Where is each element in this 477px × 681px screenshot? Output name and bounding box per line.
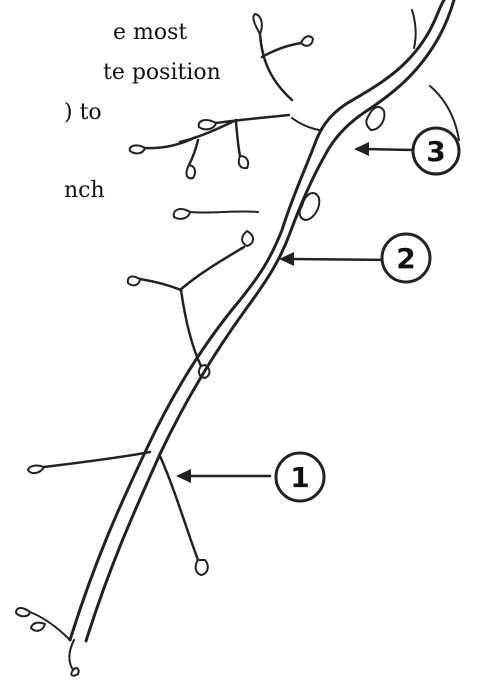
upper-small-twig xyxy=(189,140,198,165)
callout-3-arrowhead xyxy=(354,142,369,156)
callout-1: 1 xyxy=(176,453,324,501)
lower-left-shoot xyxy=(44,452,150,467)
upper-down-bud xyxy=(239,156,248,168)
text-line-1: e most xyxy=(113,20,187,46)
base-bud-2 xyxy=(31,623,45,631)
upper-node-line xyxy=(292,118,319,130)
middle-upper-bud xyxy=(174,209,190,219)
upper-right-twig xyxy=(262,43,301,57)
middle-right-bud xyxy=(300,193,320,220)
middle-left-shoot xyxy=(180,247,244,290)
base-bud-1 xyxy=(16,608,30,616)
callout-3-arrow-line xyxy=(365,149,414,150)
upper-left-bud xyxy=(199,120,216,129)
callout-1-number: 1 xyxy=(290,461,309,494)
callout-3-number: 3 xyxy=(426,135,445,168)
background-stroke-top xyxy=(412,10,416,48)
lower-right-shoot xyxy=(160,456,198,560)
middle-upper-shoot xyxy=(190,211,258,212)
upper-top-bud xyxy=(253,14,261,34)
text-line-3: ) to xyxy=(64,100,102,126)
text-line-4: nch xyxy=(64,178,105,204)
text-line-2: te position xyxy=(103,60,221,86)
lower-right-bud xyxy=(196,560,208,575)
upper-right-bud xyxy=(301,36,313,46)
upper-vertical-shoot xyxy=(260,34,292,100)
middle-side-shoots xyxy=(128,193,319,378)
middle-joint-bud xyxy=(242,231,253,246)
middle-left-bud xyxy=(128,276,140,285)
background-outline xyxy=(412,10,459,140)
base-shoot-left xyxy=(30,612,70,640)
base-bud-3 xyxy=(71,668,78,675)
lower-left-bud xyxy=(28,466,44,474)
instruction-text-fragment: e most te position ) to nch xyxy=(0,0,190,210)
base-shoot-down xyxy=(69,640,74,670)
middle-left-twig xyxy=(140,279,181,290)
upper-left-shoot xyxy=(216,115,289,123)
callout-2-number: 2 xyxy=(396,242,415,275)
callout-2-arrow-line xyxy=(290,259,390,260)
callout-1-arrowhead xyxy=(176,469,191,483)
upper-down-twig xyxy=(236,122,240,156)
callout-3: 3 xyxy=(354,128,459,174)
callout-2: 2 xyxy=(279,234,430,282)
